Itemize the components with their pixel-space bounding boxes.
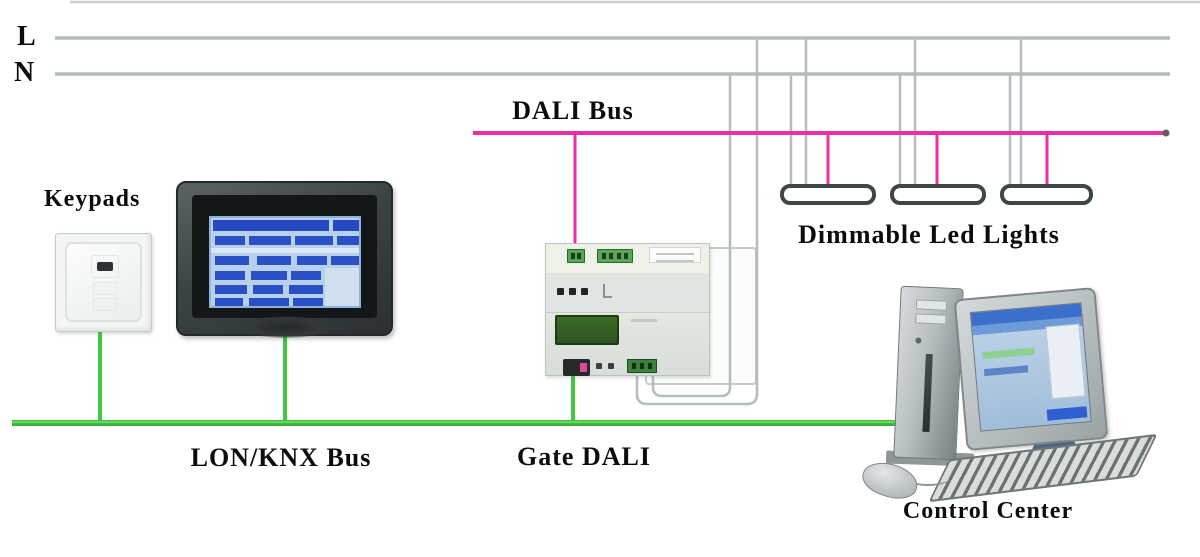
monitor-screen — [969, 302, 1092, 432]
gateway-button-2 — [608, 363, 614, 369]
gateway-status-led-1 — [557, 288, 564, 295]
gateway-panel-glyph — [603, 284, 612, 298]
keypad-display-slot — [97, 262, 113, 271]
gateway-led-panel — [546, 273, 709, 313]
gateway-status-led-3 — [581, 288, 588, 295]
pc-front-slot — [922, 353, 933, 433]
dali-bus-endcap — [1162, 129, 1170, 137]
control-center-pc — [858, 280, 1168, 505]
pc-drive-bay-1 — [915, 299, 948, 311]
keypad-button-lower — [93, 298, 117, 311]
led-light-fixture-1 — [780, 184, 876, 205]
dali-bus-label: DALI Bus — [512, 96, 634, 125]
mains-l-label: L — [17, 21, 37, 52]
control-center-label: Control Center — [902, 498, 1074, 524]
gateway-status-led-2 — [569, 288, 576, 295]
gateway-dali-terminal — [567, 249, 585, 263]
gateway-mains-terminal — [627, 359, 657, 373]
gateway-label-plate — [649, 247, 701, 263]
pc-drive-bay-2 — [915, 313, 947, 325]
gateway-marking — [631, 319, 657, 322]
keypad-device — [55, 233, 152, 332]
monitor — [953, 287, 1109, 451]
keypads-label: Keypads — [44, 186, 141, 212]
mouse-cable — [906, 470, 950, 486]
dali-gateway-device — [545, 243, 710, 376]
mains-n-label: N — [14, 57, 36, 88]
gate-dali-label: Gate DALI — [517, 442, 651, 471]
gateway-display — [555, 315, 619, 345]
monitor-screen-taskbar — [1046, 406, 1088, 421]
led-light-fixture-3 — [1000, 184, 1093, 205]
touch-panel-speaker — [241, 316, 331, 338]
led-light-fixture-2 — [890, 184, 986, 205]
pc-power-button — [915, 337, 922, 344]
keypad-button-upper — [93, 282, 117, 295]
gateway-io-terminal — [597, 249, 633, 263]
mains-loop-gateway-l — [635, 38, 759, 406]
monitor-screen-sidebar — [1045, 323, 1086, 400]
gateway-button-1 — [596, 363, 602, 369]
mains-loop-gateway-n — [651, 74, 732, 398]
pc-tower — [893, 285, 964, 461]
dimmable-led-lights-label: Dimmable Led Lights — [798, 220, 1060, 249]
touch-panel-screen — [209, 216, 361, 308]
lon-knx-bus-label: LON/KNX Bus — [190, 443, 372, 472]
keypad-button-outline — [91, 255, 119, 278]
gateway-dali-out-connector — [563, 359, 590, 376]
touch-panel-device — [176, 181, 393, 338]
